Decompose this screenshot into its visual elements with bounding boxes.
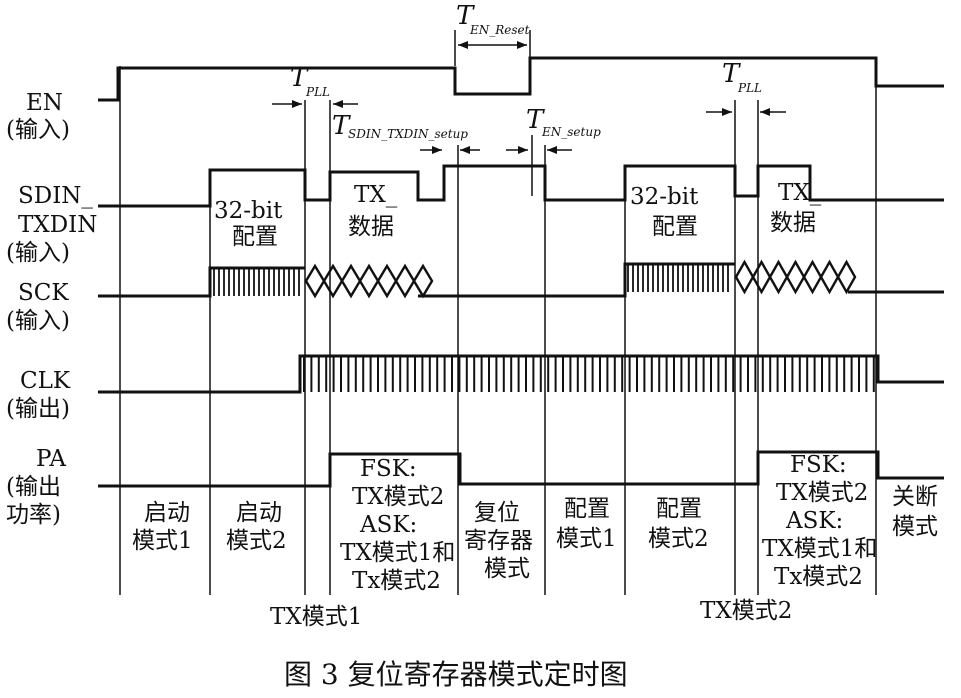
pa2-ask: ASK: xyxy=(785,508,843,534)
en-dir-label: (输入) xyxy=(6,117,70,143)
mode-6-line1: 关断 xyxy=(892,484,938,510)
sck-data-diamonds-1 xyxy=(304,263,434,299)
mode-5-line2: 模式2 xyxy=(648,526,709,552)
sdin-dir-label: (输入) xyxy=(6,240,70,266)
tx2-label-b: 数据 xyxy=(770,210,816,236)
tx2-label-a: TX_ xyxy=(778,180,822,206)
sck-clock-burst-2 xyxy=(627,264,729,292)
cfg1-label-a: 32-bit xyxy=(214,198,283,224)
pa2-tx2: TX模式2 xyxy=(776,480,868,506)
sdin-waveform xyxy=(98,164,944,208)
en-waveform xyxy=(98,56,944,102)
mode-4-line1: 配置 xyxy=(564,496,610,522)
pa2-tx1and: TX模式1和 xyxy=(762,536,877,562)
sck-waveform xyxy=(98,259,944,299)
mode-3-line2: 寄存器 xyxy=(464,528,533,554)
t-pll-2-main: T xyxy=(722,59,741,89)
data-diamond xyxy=(340,263,362,299)
t-en-setup-annotation: T EN_setup xyxy=(506,105,601,196)
mode-2-line2: 模式2 xyxy=(226,528,287,554)
cfg2-label-a: 32-bit xyxy=(630,184,699,210)
mode-6-line2: 模式 xyxy=(892,514,938,540)
pa1-tx2b: Tx模式2 xyxy=(352,568,441,594)
t-sdin-setup-annotation: T SDIN_TXDIN_setup xyxy=(332,111,480,154)
sck-label: SCK xyxy=(18,280,69,306)
data-diamond xyxy=(322,263,344,299)
pa1-tx1and: TX模式1和 xyxy=(340,540,455,566)
t-en-reset-annotation: T EN_Reset xyxy=(454,1,531,66)
sck-dir-label: (输入) xyxy=(6,308,70,334)
mode-2-line1: 启动 xyxy=(236,500,282,526)
mode-3-line1: 复位 xyxy=(474,500,520,526)
tx1-label-b: 数据 xyxy=(348,214,394,240)
en-label: EN xyxy=(26,90,63,116)
mode-5-line1: 配置 xyxy=(656,496,702,522)
bottom-tx1-label: TX模式1 xyxy=(270,604,362,630)
pa-waveform xyxy=(98,450,944,488)
pa2-fsk: FSK: xyxy=(790,452,847,478)
mode-3-line3: 模式 xyxy=(484,556,530,582)
data-diamond xyxy=(304,263,326,299)
figure-caption: 图 3 复位寄存器模式定时图 xyxy=(284,658,628,691)
t-en-setup-main: T xyxy=(526,105,545,135)
pa1-fsk: FSK: xyxy=(360,456,417,482)
t-en-setup-sub: EN_setup xyxy=(541,125,601,139)
clk-pulses xyxy=(303,356,875,392)
t-pll-1-main: T xyxy=(290,63,309,93)
pa-labels-1: FSK: TX模式2 ASK: TX模式1和 Tx模式2 xyxy=(340,456,455,594)
pa1-tx2: TX模式2 xyxy=(352,484,444,510)
cfg1-label-b: 配置 xyxy=(232,224,278,250)
t-en-reset-sub: EN_Reset xyxy=(469,23,530,37)
mode-4-line2: 模式1 xyxy=(556,526,617,552)
t-sdin-setup-sub: SDIN_TXDIN_setup xyxy=(348,127,468,141)
t-pll-annotation-2: T PLL xyxy=(706,59,786,116)
mode-1-line2: 模式1 xyxy=(132,528,193,554)
data-diamond xyxy=(358,263,380,299)
t-pll-2-sub: PLL xyxy=(737,81,762,95)
t-pll-annotation-1: T PLL xyxy=(272,63,358,108)
sck-data-diamonds-2 xyxy=(734,259,857,295)
bottom-tx2-label: TX模式2 xyxy=(700,598,792,624)
t-pll-1-sub: PLL xyxy=(305,85,330,99)
data-diamond xyxy=(836,259,857,295)
data-diamond xyxy=(751,259,772,295)
sck-clock-burst-1 xyxy=(213,268,300,296)
pa1-ask: ASK: xyxy=(359,512,417,538)
pa-dir-label: (输出 xyxy=(6,474,61,500)
data-diamond xyxy=(734,259,755,295)
t-en-reset-main: T xyxy=(456,1,475,31)
pa-label: PA xyxy=(36,446,66,472)
pa2-tx2b: Tx模式2 xyxy=(774,564,863,590)
pa-dir-label-2: 功率) xyxy=(6,502,61,528)
mode-1-line1: 启动 xyxy=(144,500,190,526)
data-diamond xyxy=(394,263,416,299)
clk-label: CLK xyxy=(20,368,71,394)
data-diamond xyxy=(412,263,434,299)
data-diamond xyxy=(376,263,398,299)
sdin-label: SDIN_ xyxy=(18,183,93,209)
data-diamond xyxy=(785,259,806,295)
data-diamond xyxy=(819,259,840,295)
pa-labels-2: FSK: TX模式2 ASK: TX模式1和 Tx模式2 xyxy=(762,452,877,590)
cfg2-label-b: 配置 xyxy=(652,214,698,240)
tx1-label-a: TX_ xyxy=(354,182,398,208)
clk-dir-label: (输出) xyxy=(6,396,70,422)
txdin-label: TXDIN xyxy=(18,212,97,238)
data-diamond xyxy=(802,259,823,295)
t-sdin-setup-main: T xyxy=(332,111,351,141)
data-diamond xyxy=(768,259,789,295)
clk-waveform xyxy=(98,354,944,394)
